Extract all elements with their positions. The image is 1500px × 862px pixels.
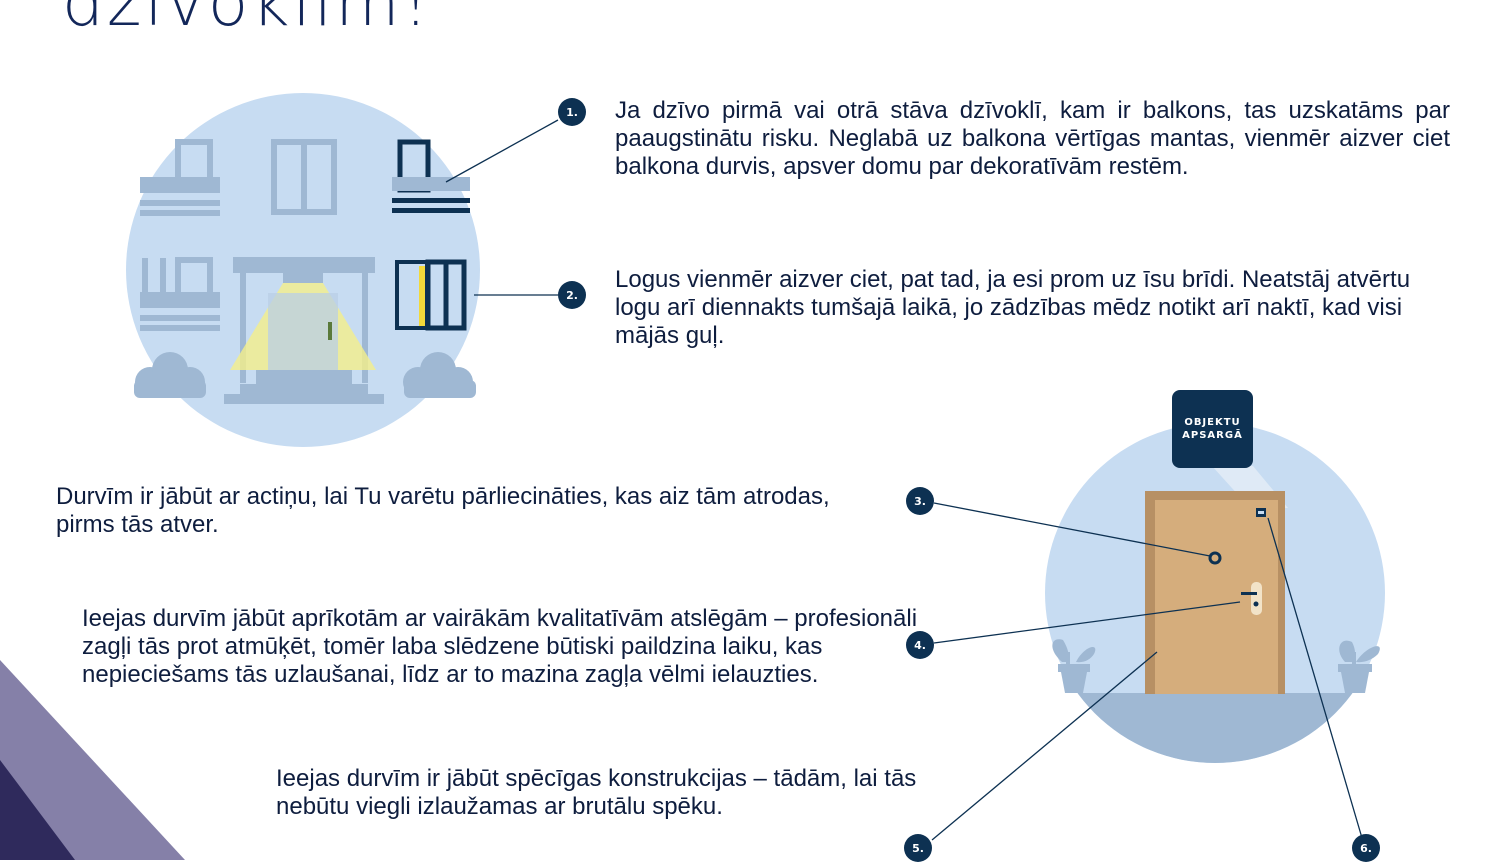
badge-1: 1. [558,98,586,126]
tip-windows: Logus vienmēr aizver ciet, pat tad, ja e… [615,266,1411,349]
tip-balcony: Ja dzīvo pirmā vai otrā stāva dzīvoklī, … [615,97,1450,180]
badge-4: 4. [906,631,934,659]
tip-locks: Ieejas durvīm jābūt aprīkotām ar vairākā… [82,605,918,688]
door-illustration [1045,423,1385,763]
tip-peephole: Durvīm ir jābūt ar actiņu, lai Tu varētu… [56,483,830,538]
guard-sign: OBJEKTU APSARGĀ [1172,390,1253,468]
building-illustration [126,93,480,447]
badge-5: 5. [904,834,932,862]
tip-door-construction: Ieejas durvīm ir jābūt spēcīgas konstruk… [276,765,917,820]
badge-2: 2. [558,281,586,309]
guard-sign-line2: APSARGĀ [1182,430,1243,441]
badge-6: 6. [1352,834,1380,862]
badge-3: 3. [906,487,934,515]
guard-sign-line1: OBJEKTU [1184,417,1241,428]
page-title: dzīvoklim! [62,0,432,41]
